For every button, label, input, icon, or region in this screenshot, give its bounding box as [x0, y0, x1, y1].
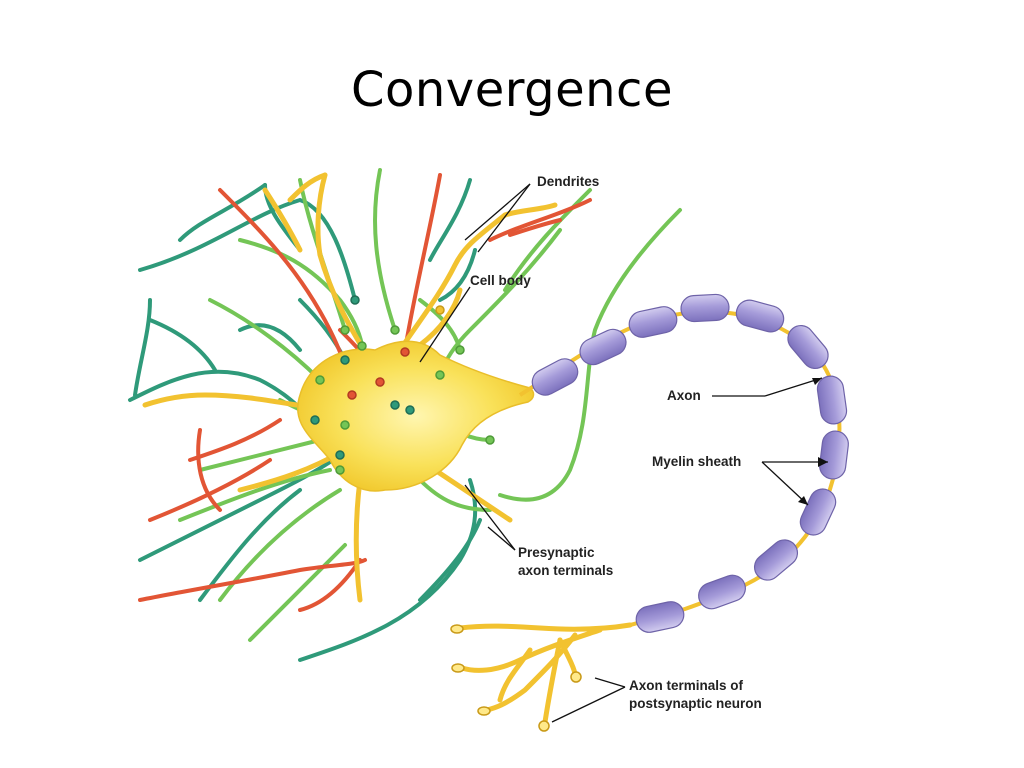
label-myelin-sheath: Myelin sheath [652, 454, 741, 469]
leader-arrowheads [798, 378, 828, 505]
slide-title: Convergence [351, 62, 673, 118]
label-cell-body: Cell body [470, 273, 531, 288]
myelin-segment [579, 328, 627, 366]
label-presynaptic-line1: Presynaptic [518, 545, 595, 560]
myelin-segment [735, 299, 785, 333]
myelin-segment [787, 324, 829, 370]
myelin-sheath-segments [531, 293, 849, 633]
axon [518, 293, 849, 633]
myelin-segment [680, 293, 730, 323]
myelin-segment [531, 358, 579, 396]
myelin-segment [819, 430, 849, 480]
terminal-knobs [450, 624, 582, 732]
myelin-segment [799, 488, 837, 536]
myelin-segment [753, 539, 799, 581]
label-axon-terminals-line2: postsynaptic neuron [629, 696, 762, 711]
label-axon-terminals-line1: Axon terminals of [629, 678, 744, 693]
myelin-segment [816, 375, 848, 425]
myelin-segment [635, 601, 685, 633]
myelin-segment [698, 574, 746, 610]
dendrite-branches [142, 172, 558, 603]
myelin-segment [628, 306, 678, 338]
postsynaptic-axon-terminals [457, 622, 633, 725]
green-presynaptic-fibers [178, 168, 682, 642]
label-presynaptic-line2: axon terminals [518, 563, 613, 578]
leader-lines [419, 183, 828, 723]
cell-body [297, 340, 535, 492]
label-dendrites: Dendrites [537, 174, 599, 189]
synaptic-knobs [310, 295, 495, 475]
label-axon: Axon [667, 388, 701, 403]
